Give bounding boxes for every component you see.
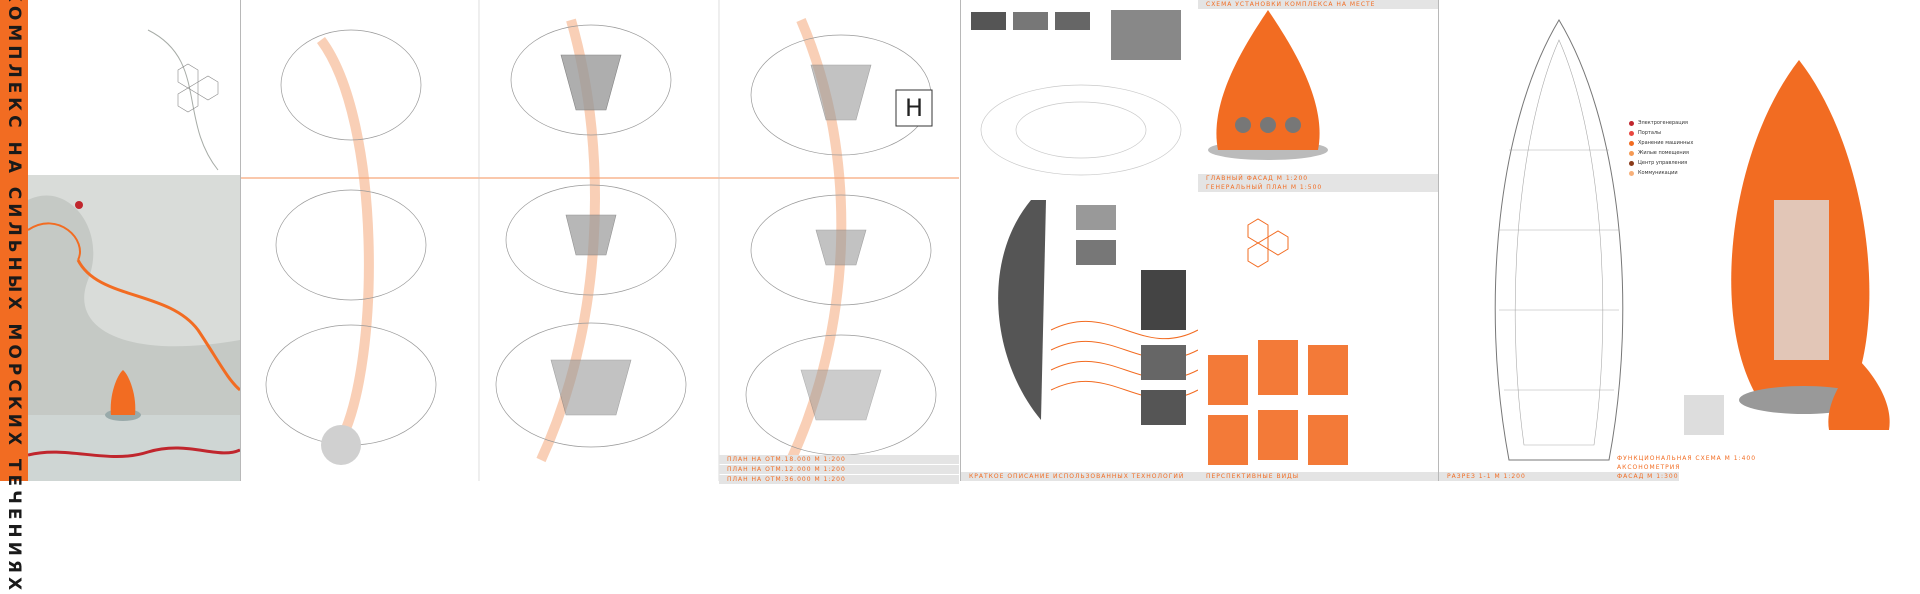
intro-map-graphic [28, 29, 240, 481]
section-column: РАЗРЕЗ 1-1 М 1:200 [1439, 0, 1679, 481]
axon-column: Электрогенерация Порталы Хранение машинн… [1617, 0, 1920, 481]
legend-label: Хранение машинных [1638, 140, 1694, 146]
scheme-bar: СХЕМА УСТАНОВКИ КОМПЛЕКСА НА МЕСТЕ [1198, 0, 1438, 9]
column-divider [960, 0, 961, 481]
axon-bar: АКСОНОМЕТРИЯ [1617, 464, 1681, 471]
floor-plans-drawing: H [241, 0, 959, 481]
legend-item: Электрогенерация [1629, 120, 1693, 126]
plan-bar-2: ПЛАН НА ОТМ.12.000 М 1:200 [719, 465, 959, 474]
legend-label: Порталы [1638, 130, 1662, 136]
section-bar: РАЗРЕЗ 1-1 М 1:200 [1439, 472, 1679, 481]
legend-item: Порталы [1629, 130, 1693, 136]
intro-column [28, 0, 240, 481]
legend-swatch [1629, 150, 1634, 156]
legend-swatch [1629, 160, 1634, 166]
legend-swatch [1629, 170, 1634, 176]
legend-item: Хранение машинных [1629, 140, 1693, 146]
function-legend: Электрогенерация Порталы Хранение машинн… [1629, 120, 1693, 180]
section-drawing [1494, 19, 1624, 461]
genplan-bar: ГЕНЕРАЛЬНЫЙ ПЛАН М 1:500 [1198, 183, 1438, 192]
plans-column: H ПЛАН НА ОТМ.18.000 М 1:200 ПЛАН НА ОТМ… [241, 0, 959, 484]
perspective-drawing [1208, 10, 1348, 465]
legend-label: Центр управления [1638, 160, 1688, 166]
facade-bar: ГЛАВНЫЙ ФАСАД М 1:200 [1198, 174, 1438, 183]
facade2-bar: ФАСАД М 1:300 [1617, 473, 1679, 480]
legend-item: Жилые помещения [1629, 150, 1693, 156]
legend-item: Центр управления [1629, 160, 1693, 166]
persp-bar: ПЕРСПЕКТИВНЫЕ ВИДЫ [1198, 472, 1438, 481]
legend-label: Коммуникации [1638, 170, 1678, 176]
legend-swatch [1629, 120, 1634, 126]
tech-bar: КРАТКОЕ ОПИСАНИЕ ИСПОЛЬЗОВАННЫХ ТЕХНОЛОГ… [961, 472, 1198, 481]
legend-swatch [1629, 140, 1634, 146]
plan-bar-1: ПЛАН НА ОТМ.18.000 М 1:200 [719, 455, 959, 464]
column-divider [240, 0, 241, 481]
legend-item: Коммуникации [1629, 170, 1693, 176]
func-bar: ФУНКЦИОНАЛЬНАЯ СХЕМА М 1:400 [1617, 455, 1757, 462]
legend-swatch [1629, 130, 1634, 136]
vertical-title-band: ЭНЕРГОКОМПЛЕКС НА СИЛЬНЫХ МОРСКИХ ТЕЧЕНИ… [0, 0, 28, 594]
legend-label: Жилые помещения [1638, 150, 1689, 156]
plan-bar-3: ПЛАН НА ОТМ.36.000 М 1:200 [719, 475, 959, 484]
tech-column: КРАТКОЕ ОПИСАНИЕ ИСПОЛЬЗОВАННЫХ ТЕХНОЛОГ… [961, 0, 1198, 481]
tech-drawing [971, 10, 1198, 425]
axonometry-drawing [1684, 60, 1890, 435]
legend-label: Электрогенерация [1638, 120, 1688, 126]
svg-text:H: H [905, 94, 923, 122]
project-title: ЭНЕРГОКОМПЛЕКС НА СИЛЬНЫХ МОРСКИХ ТЕЧЕНИ… [4, 0, 24, 594]
perspective-column: СХЕМА УСТАНОВКИ КОМПЛЕКСА НА МЕСТЕ ГЛАВН… [1198, 0, 1438, 481]
column-divider [1438, 0, 1439, 481]
